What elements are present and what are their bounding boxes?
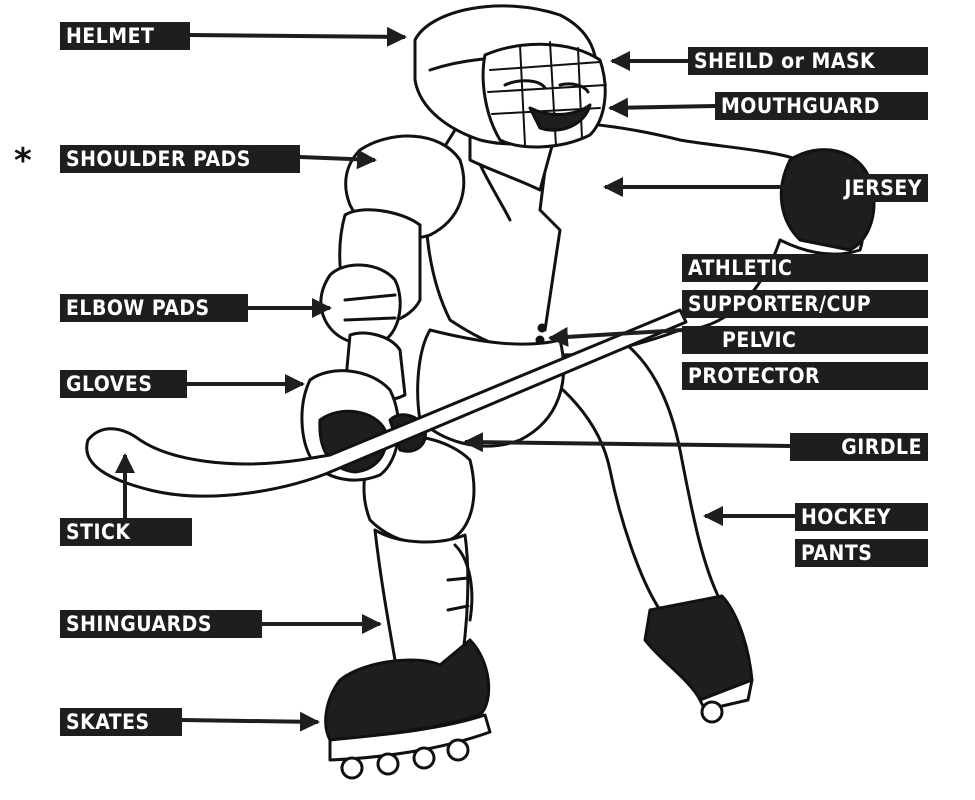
shinguards-shape bbox=[373, 528, 470, 669]
label-supporter-cup: SUPPORTER/CUP bbox=[682, 290, 928, 318]
helmet-arrow bbox=[189, 26, 407, 47]
label-stick: STICK bbox=[60, 518, 192, 546]
label-jersey: JERSEY bbox=[790, 174, 928, 202]
label-pants: PANTS bbox=[795, 539, 928, 567]
asterisk-marker: * bbox=[14, 141, 32, 181]
skates-arrow bbox=[181, 711, 320, 732]
label-protector: PROTECTOR bbox=[682, 362, 928, 390]
label-shinguards: SHINGUARDS bbox=[60, 610, 262, 638]
label-helmet: HELMET bbox=[60, 22, 190, 50]
label-gloves: GLOVES bbox=[60, 370, 187, 398]
label-skates: SKATES bbox=[60, 708, 182, 736]
right-skate-shape bbox=[643, 594, 754, 702]
girdle-arrow bbox=[463, 432, 791, 453]
label-shoulder-pads: SHOULDER PADS bbox=[60, 145, 300, 173]
pointer-arrows bbox=[115, 26, 795, 732]
mouthguard-arrow bbox=[608, 97, 716, 118]
left-skate-shape bbox=[324, 638, 491, 742]
hockey-player-illustration bbox=[85, 4, 876, 780]
athletic-arrow bbox=[548, 326, 683, 347]
mask-shape bbox=[481, 42, 607, 149]
label-mouthguard: MOUTHGUARD bbox=[715, 92, 928, 120]
label-girdle: GIRDLE bbox=[790, 433, 928, 461]
label-shield-or-mask: SHEILD or MASK bbox=[688, 47, 928, 75]
stick-shape bbox=[85, 308, 688, 498]
label-pelvic: PELVIC bbox=[682, 326, 928, 354]
label-elbow-pads: ELBOW PADS bbox=[60, 294, 248, 322]
shoulder-pads-arrow bbox=[299, 149, 377, 170]
label-hockey: HOCKEY bbox=[795, 503, 928, 531]
label-athletic: ATHLETIC bbox=[682, 254, 928, 282]
